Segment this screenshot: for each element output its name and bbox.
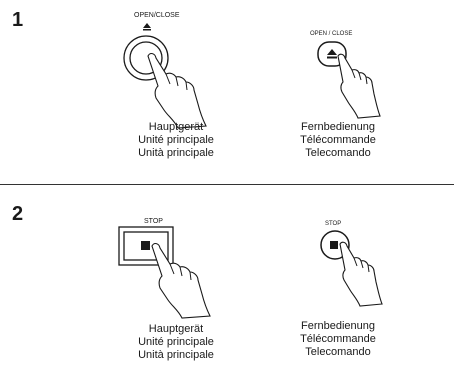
step-2-remote-caption: Fernbedienung Télécommande Telecomando <box>273 320 403 359</box>
caption-line-it: Telecomando <box>305 346 371 358</box>
caption-line-it: Unità principale <box>138 349 214 361</box>
step-1-number: 1 <box>12 9 24 31</box>
open-close-remote-button-illustration <box>317 41 381 119</box>
step-1-remote-caption: Fernbedienung Télécommande Telecomando <box>273 121 403 160</box>
open-close-main-label: OPEN/CLOSE <box>134 12 180 19</box>
stop-remote-label: STOP <box>325 221 342 227</box>
caption-line-it: Telecomando <box>305 147 371 159</box>
open-close-main-button-ring <box>123 35 169 81</box>
stop-remote-button-illustration <box>320 230 383 307</box>
open-close-remote-label: OPEN / CLOSE <box>310 31 353 37</box>
step-2-main-caption: Hauptgerät Unité principale Unità princi… <box>111 323 241 362</box>
caption-line-fr: Télécommande <box>300 134 376 146</box>
caption-line-de: Fernbedienung <box>300 320 375 332</box>
eject-icon <box>327 49 337 59</box>
stop-main-button <box>123 231 169 261</box>
stop-icon <box>141 241 150 250</box>
open-close-main-button-illustration <box>123 23 207 129</box>
hand-icon <box>151 243 211 319</box>
stop-main-button-illustration <box>118 226 211 319</box>
hand-icon <box>337 53 381 119</box>
open-close-remote-button <box>317 41 347 67</box>
step-2-number: 2 <box>12 203 24 225</box>
open-close-main-button <box>129 41 163 75</box>
stop-icon <box>330 241 338 249</box>
hand-icon <box>339 241 383 307</box>
stop-main-label: STOP <box>144 218 163 225</box>
step-1-main-caption: Hauptgerät Unité principale Unità princi… <box>111 121 241 160</box>
stop-remote-button <box>320 230 350 260</box>
stop-main-button-frame <box>118 226 174 266</box>
caption-line-fr: Télécommande <box>300 333 376 345</box>
hand-icon <box>147 53 207 129</box>
caption-line-fr: Unité principale <box>138 336 214 348</box>
caption-line-de: Hauptgerät <box>148 323 204 335</box>
caption-line-fr: Unité principale <box>138 134 214 146</box>
caption-line-it: Unità principale <box>138 147 214 159</box>
section-divider <box>0 184 454 185</box>
caption-line-de: Hauptgerät <box>148 121 204 133</box>
caption-line-de: Fernbedienung <box>300 121 375 133</box>
eject-icon <box>143 23 151 31</box>
